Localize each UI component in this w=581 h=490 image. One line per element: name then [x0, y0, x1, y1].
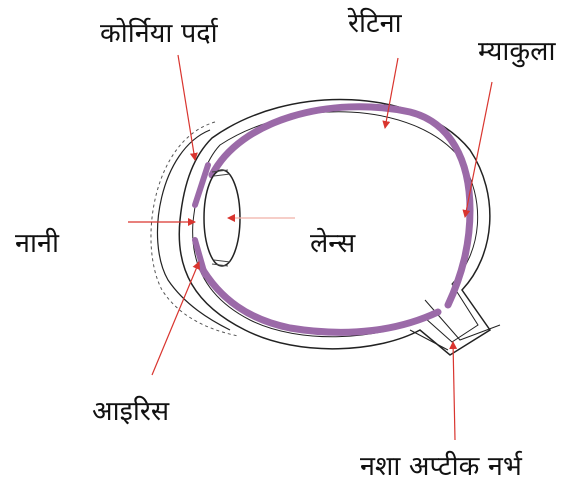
label-lens: लेन्स	[310, 227, 356, 259]
label-macula: म्याकुला	[478, 36, 556, 68]
label-optic-nerve: नशा अप्टीक नर्भ	[360, 450, 523, 482]
retina-band-upper[interactable]	[212, 107, 470, 305]
label-iris: आइरिस	[92, 395, 170, 427]
arrow-optic-nerve	[453, 342, 455, 440]
retina-band-lower[interactable]	[200, 265, 438, 332]
label-cornea: कोर्निया पर्दा	[100, 17, 219, 49]
arrow-retina	[385, 58, 398, 128]
optic-nerve-line-upper	[425, 300, 500, 340]
label-retina: रेटिना	[347, 7, 403, 39]
label-pupil: नानी	[15, 227, 60, 259]
arrow-cornea	[178, 55, 195, 160]
